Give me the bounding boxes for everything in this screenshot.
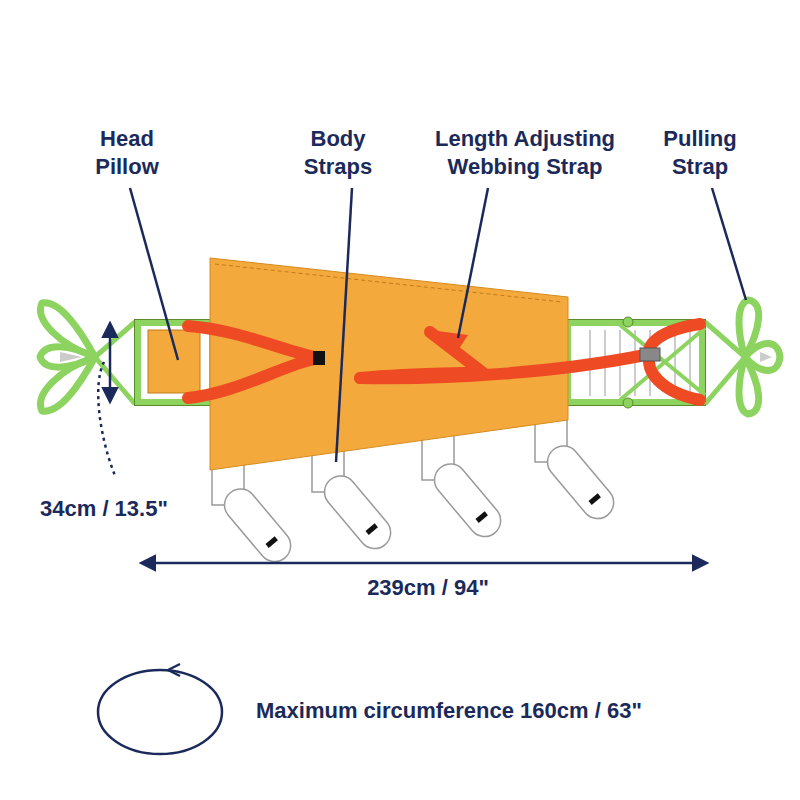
- leader-lines: [130, 188, 746, 462]
- webbing-straps: [188, 324, 700, 400]
- dimension-lines: [98, 324, 706, 754]
- head-pillow: [148, 330, 200, 393]
- part-name: Pulling Strap: [645, 125, 755, 180]
- strap-buckle: [313, 351, 325, 365]
- part-name: Body Straps: [283, 125, 393, 180]
- part-name: Head Pillow: [72, 125, 182, 180]
- pulling-handle: [705, 300, 780, 414]
- part-name: Length Adjusting Webbing Strap: [415, 125, 635, 180]
- dimension-label: 239cm / 94": [328, 574, 528, 602]
- dimension-label: Maximum circumference 160cm / 63": [256, 697, 776, 725]
- strap-buckle: [640, 348, 660, 361]
- body-sheet: [210, 258, 568, 470]
- dimension-label: 34cm / 13.5": [40, 495, 210, 523]
- left-handle: [40, 303, 135, 411]
